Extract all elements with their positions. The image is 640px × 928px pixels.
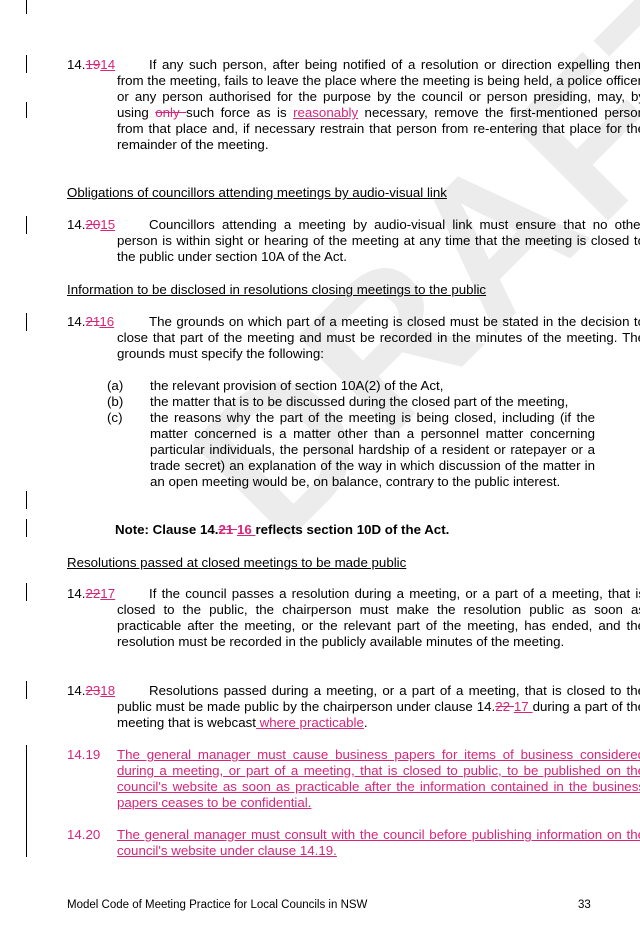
change-bar [26, 519, 27, 537]
change-bar [26, 491, 27, 509]
change-bar [26, 55, 27, 73]
page-number: 33 [578, 899, 591, 911]
list-item: (a)the relevant provision of section 10A… [107, 378, 444, 393]
heading-info-disclosed: Information to be disclosed in resolutio… [67, 282, 487, 297]
footer-title: Model Code of Meeting Practice for Local… [67, 899, 368, 911]
change-bar [26, 313, 27, 331]
heading-audio-visual: Obligations of councillors attending mee… [67, 185, 447, 200]
change-bar [26, 745, 27, 857]
list-item: (b)the matter that is to be discussed du… [107, 394, 569, 409]
note-clause-14-16: Note: Clause 14.21 16 reflects section 1… [115, 522, 450, 537]
heading-resolutions-public: Resolutions passed at closed meetings to… [67, 555, 407, 570]
change-bar [26, 0, 27, 14]
list-item: (c)the reasons why the part of the meeti… [107, 410, 595, 489]
change-bar [26, 583, 27, 601]
grounds-list: (a)the relevant provision of section 10A… [107, 378, 595, 490]
change-bar [26, 681, 27, 699]
change-bar [26, 102, 27, 118]
change-bar [26, 216, 27, 234]
